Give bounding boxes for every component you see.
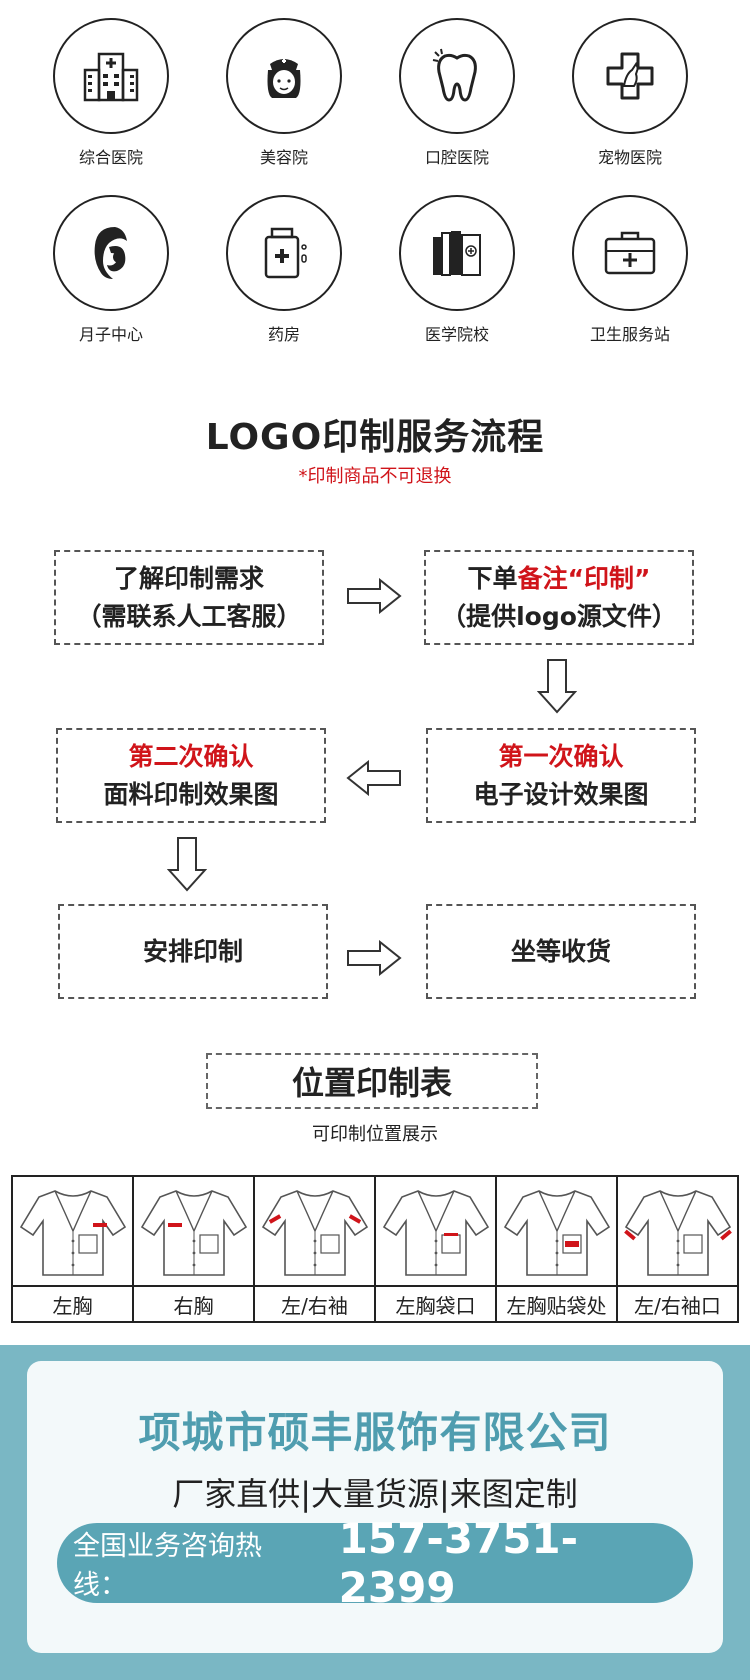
industry-medical-school: 医学院校: [382, 195, 532, 345]
shirt-diagram: [376, 1177, 495, 1287]
shirt-icon: [19, 1190, 126, 1276]
hotline-number[interactable]: 157-3751-2399: [338, 1514, 579, 1612]
industry-pet-hospital: 宠物医院: [555, 18, 705, 168]
step-place-order: 下单备注“印制” （提供logo源文件）: [424, 550, 694, 645]
company-card: 项城市硕丰服饰有限公司 厂家直供|大量货源|来图定制 全国业务咨询热线： 157…: [27, 1361, 723, 1653]
position-label: 左胸: [52, 1293, 93, 1318]
print-position-marker: [348, 1214, 361, 1224]
position-table: 左胸 右胸 左/右袖 左胸袋口 左胸贴袋处 左/右袖口: [11, 1175, 739, 1323]
shirt-icon: [140, 1190, 247, 1276]
print-position-marker: [564, 1241, 579, 1247]
industry-icon-grid: 综合医院 美容院 口腔医院: [0, 18, 750, 348]
print-position-marker: [623, 1229, 636, 1241]
company-name: 项城市硕丰服饰有限公司: [138, 1408, 612, 1457]
arrow-down-icon: [537, 659, 577, 714]
position-label: 左/右袖口: [634, 1293, 721, 1318]
position-column: 左胸贴袋处: [497, 1177, 618, 1321]
step-arrange-printing: 安排印制: [58, 904, 328, 999]
shirt-icon: [261, 1190, 368, 1276]
print-position-marker: [443, 1233, 458, 1236]
industry-pharmacy: 药房: [209, 195, 359, 345]
industry-general-hospital: 综合医院: [36, 18, 186, 168]
position-column: 左胸: [13, 1177, 134, 1321]
books-icon: [433, 231, 481, 276]
position-label: 左胸袋口: [395, 1293, 476, 1318]
print-position-marker: [167, 1223, 182, 1227]
position-column: 左胸袋口: [376, 1177, 497, 1321]
shirt-icon: [623, 1190, 732, 1276]
shirt-diagram: [255, 1177, 374, 1287]
hotline-label: 全国业务咨询热线：: [73, 1531, 262, 1601]
position-column: 左/右袖: [255, 1177, 376, 1321]
medicine-bottle-icon: [264, 227, 307, 279]
position-table-title: 位置印制表: [206, 1053, 538, 1109]
industry-postpartum-center: 月子中心: [36, 195, 186, 345]
position-label: 左/右袖: [281, 1293, 348, 1318]
company-banner: 项城市硕丰服饰有限公司 厂家直供|大量货源|来图定制 全国业务咨询热线： 157…: [0, 1345, 750, 1680]
arrow-right-icon: [347, 940, 402, 976]
tooth-icon: [432, 48, 477, 102]
arrow-down-icon: [167, 837, 207, 892]
first-aid-kit-icon: [604, 231, 656, 275]
arrow-right-icon: [347, 578, 402, 614]
shirt-icon: [382, 1190, 489, 1276]
print-position-marker: [719, 1229, 732, 1241]
hotline-bar: 全国业务咨询热线： 157-3751-2399: [57, 1514, 693, 1612]
mother-baby-icon: [94, 227, 127, 279]
position-table-subtitle: 可印制位置展示: [312, 1124, 438, 1145]
position-label: 右胸: [173, 1293, 214, 1318]
print-position-marker: [92, 1223, 107, 1227]
company-slogan: 厂家直供|大量货源|来图定制: [172, 1475, 578, 1513]
shirt-diagram: [618, 1177, 737, 1287]
step-receive-goods: 坐等收货: [426, 904, 696, 999]
step-first-confirm: 第一次确认 电子设计效果图: [426, 728, 696, 823]
pet-cross-icon: [606, 52, 654, 100]
nurse-icon: [267, 59, 301, 98]
shirt-icon: [503, 1190, 610, 1276]
position-label: 左胸贴袋处: [506, 1293, 607, 1318]
position-column: 右胸: [134, 1177, 255, 1321]
position-column: 左/右袖口: [618, 1177, 737, 1321]
process-note: *印制商品不可退换: [298, 466, 452, 487]
industry-health-station: 卫生服务站: [555, 195, 705, 345]
industry-beauty-salon: 美容院: [209, 18, 359, 168]
industry-dental-hospital: 口腔医院: [382, 18, 532, 168]
shirt-diagram: [497, 1177, 616, 1287]
print-position-marker: [268, 1214, 281, 1224]
process-title: LOGO印制服务流程: [205, 417, 545, 458]
hospital-building-icon: [83, 52, 139, 102]
shirt-diagram: [134, 1177, 253, 1287]
shirt-diagram: [13, 1177, 132, 1287]
step-understand-needs: 了解印制需求 （需联系人工客服）: [54, 550, 324, 645]
arrow-left-icon: [346, 760, 401, 796]
step-second-confirm: 第二次确认 面料印制效果图: [56, 728, 326, 823]
